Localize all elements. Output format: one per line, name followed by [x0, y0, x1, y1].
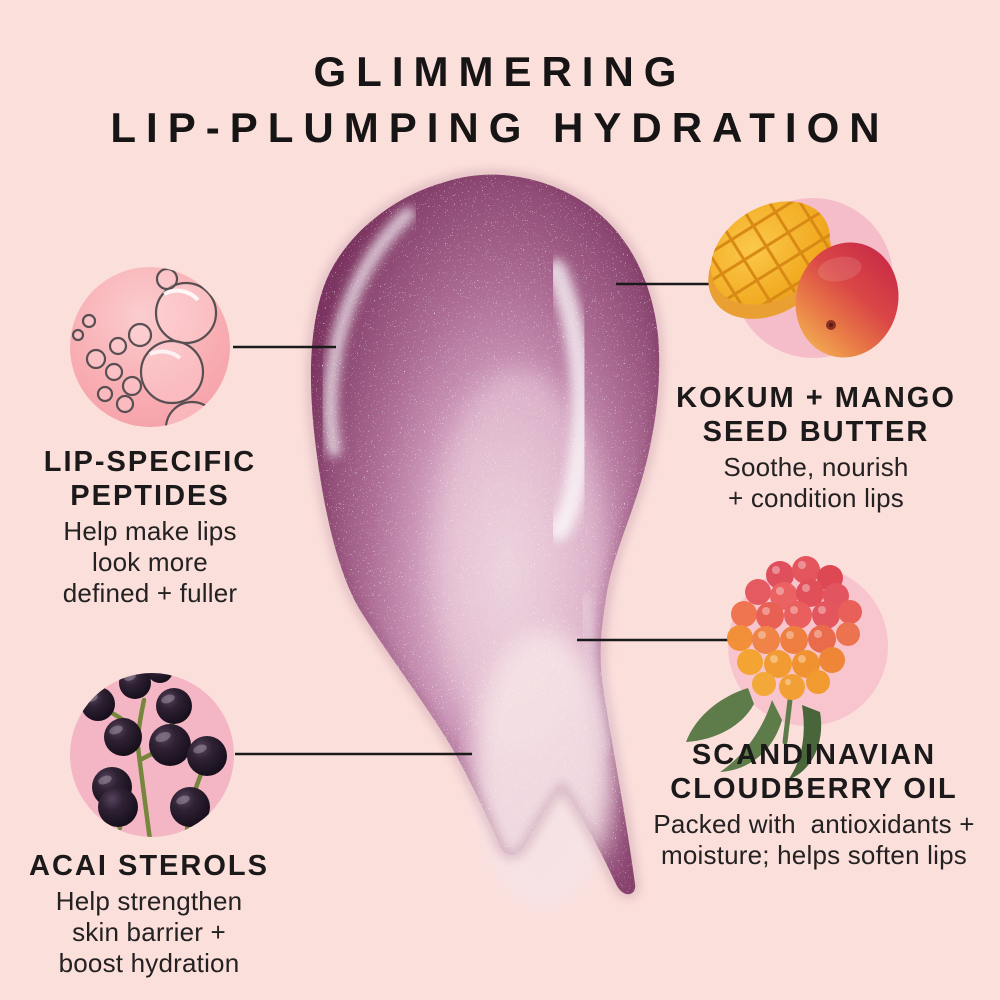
body-line: look more [92, 547, 208, 577]
acai-berries-icon [81, 673, 227, 837]
heading-line: SEED BUTTER [702, 416, 930, 448]
heading-line: LIP-SPECIFIC [43, 446, 257, 478]
heading-line: SCANDINAVIAN [691, 739, 937, 771]
oil-bubbles-icon [71, 267, 220, 427]
callout-heading: SCANDINAVIAN CLOUDBERRY OIL [630, 738, 998, 806]
body-line: skin barrier + [72, 917, 226, 947]
lip-gloss-swatch [311, 175, 659, 910]
callout-body: Packed with antioxidants + moisture; hel… [630, 809, 998, 871]
callout-body: Soothe, nourish + condition lips [660, 452, 972, 514]
callout-body: Help strengthen skin barrier + boost hyd… [3, 886, 295, 979]
body-line: defined + fuller [62, 578, 238, 608]
body-line: moisture; helps soften lips [661, 840, 967, 870]
callout-kokum-mango-seed-butter: KOKUM + MANGO SEED BUTTER Soothe, nouris… [660, 381, 972, 514]
mango-icon [696, 185, 899, 358]
callout-body: Help make lips look more defined + fulle… [5, 516, 295, 609]
callout-heading: ACAI STEROLS [3, 849, 295, 883]
body-line: Help strengthen [55, 886, 243, 916]
callout-scandinavian-cloudberry-oil: SCANDINAVIAN CLOUDBERRY OIL Packed with … [630, 738, 998, 871]
cloudberry-circle [686, 556, 888, 780]
title-line-2: LIP-PLUMPING HYDRATION [110, 104, 890, 151]
callout-acai-sterols: ACAI STEROLS Help strengthen skin barrie… [3, 849, 295, 979]
page-title: GLIMMERING LIP-PLUMPING HYDRATION [0, 44, 1000, 156]
callout-heading: KOKUM + MANGO SEED BUTTER [660, 381, 972, 449]
heading-line: PEPTIDES [70, 480, 230, 512]
cloudberry-icon [686, 556, 862, 780]
peptides-circle [70, 267, 230, 427]
body-line: Packed with antioxidants + [653, 809, 975, 839]
callout-heading: LIP-SPECIFIC PEPTIDES [5, 445, 295, 513]
body-line: boost hydration [58, 948, 240, 978]
heading-line: CLOUDBERRY OIL [670, 773, 958, 805]
title-line-1: GLIMMERING [313, 48, 687, 95]
callout-lip-specific-peptides: LIP-SPECIFIC PEPTIDES Help make lips loo… [5, 445, 295, 609]
mango-circle [696, 185, 899, 358]
body-line: Soothe, nourish [723, 452, 909, 482]
acai-circle [70, 673, 234, 837]
body-line: + condition lips [728, 483, 904, 513]
heading-line: KOKUM + MANGO [676, 382, 956, 414]
cloudberry-drupelets [727, 556, 862, 700]
acai-berries [81, 673, 227, 827]
body-line: Help make lips [63, 516, 237, 546]
heading-line: ACAI STEROLS [29, 850, 269, 882]
